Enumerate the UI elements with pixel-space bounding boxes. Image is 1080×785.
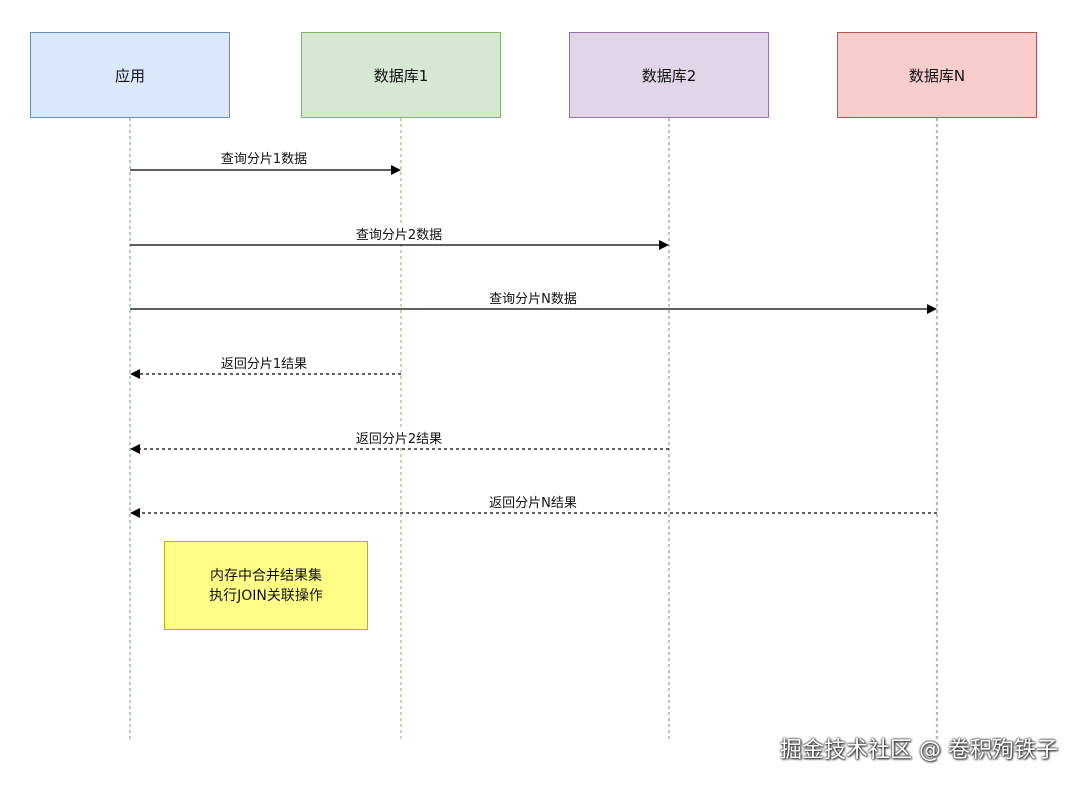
message-arrow-5	[130, 444, 669, 454]
message-label-return-1: 返回分片1结果	[218, 353, 310, 372]
message-arrow-2	[130, 240, 669, 250]
actor-database-1: 数据库1	[301, 32, 501, 118]
actor-app: 应用	[30, 32, 230, 118]
arrowhead-icon	[130, 369, 140, 379]
actor-database-1-label: 数据库1	[373, 66, 429, 85]
message-label-query-n: 查询分片N数据	[487, 288, 579, 307]
note-box: 内存中合并结果集 执行JOIN关联操作	[164, 541, 368, 630]
message-label-return-n: 返回分片N结果	[487, 492, 579, 511]
note-line-1: 内存中合并结果集	[210, 567, 322, 584]
arrowhead-icon	[130, 444, 140, 454]
actor-database-n-label: 数据库N	[908, 66, 966, 85]
actor-database-2: 数据库2	[569, 32, 769, 118]
message-label-query-1: 查询分片1数据	[218, 148, 310, 167]
actor-database-2-label: 数据库2	[641, 66, 697, 85]
arrowhead-icon	[927, 304, 937, 314]
message-label-query-2: 查询分片2数据	[353, 224, 445, 243]
watermark: 掘金技术社区 @ 卷积殉铁子	[780, 738, 1058, 763]
note-line-2: 执行JOIN关联操作	[209, 587, 323, 604]
message-arrow-1	[130, 165, 401, 175]
message-arrow-3	[130, 304, 937, 314]
arrowhead-icon	[130, 508, 140, 518]
message-arrow-4	[130, 369, 401, 379]
arrowhead-icon	[391, 165, 401, 175]
arrowhead-icon	[659, 240, 669, 250]
actor-database-n: 数据库N	[837, 32, 1037, 118]
message-arrow-6	[130, 508, 937, 518]
message-label-return-2: 返回分片2结果	[353, 428, 445, 447]
actor-app-label: 应用	[114, 66, 145, 85]
